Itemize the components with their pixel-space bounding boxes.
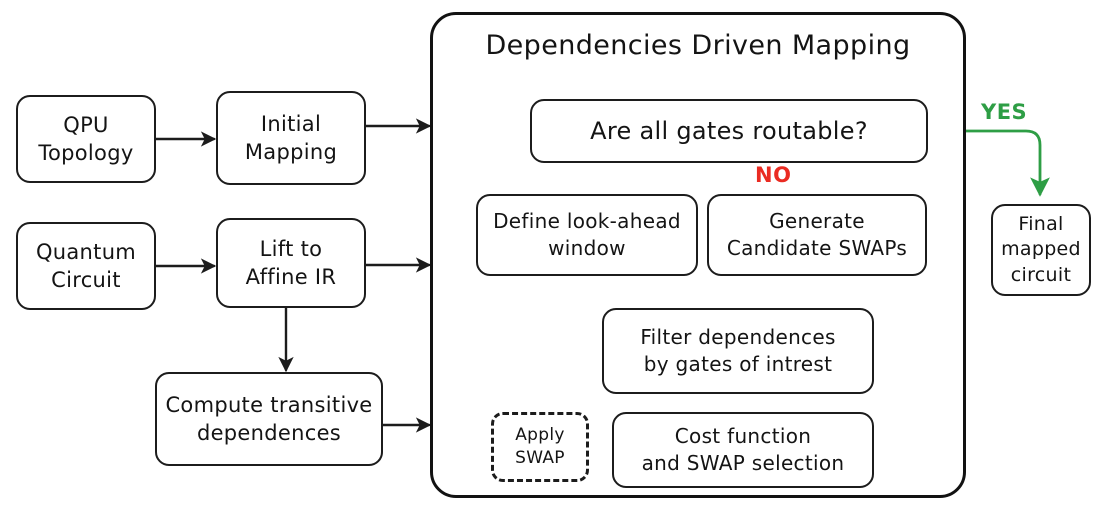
node-lift-to-affine-ir-label: Lift to Affine IR <box>245 236 337 289</box>
node-generate-candidate-swaps[interactable]: Generate Candidate SWAPs <box>707 194 927 276</box>
node-filter-dependences-label: Filter dependences by gates of intrest <box>640 325 836 376</box>
node-lift-to-affine-ir[interactable]: Lift to Affine IR <box>216 218 366 308</box>
node-cost-function-swap-selection-label: Cost function and SWAP selection <box>641 424 845 475</box>
node-filter-dependences[interactable]: Filter dependences by gates of intrest <box>602 308 874 394</box>
node-apply-swap[interactable]: Apply SWAP <box>491 412 589 482</box>
edge-label-yes: YES <box>981 100 1028 124</box>
node-compute-transitive-dependences-label: Compute transitive dependences <box>165 392 373 445</box>
node-quantum-circuit-label: Quantum Circuit <box>35 239 137 292</box>
node-are-all-gates-routable-label: Are all gates routable? <box>590 116 868 145</box>
node-initial-mapping-label: Initial Mapping <box>244 111 338 164</box>
edge-label-no: NO <box>755 163 792 187</box>
node-final-mapped-circuit-label: Final mapped circuit <box>1001 212 1081 286</box>
group-title: Dependencies Driven Mapping <box>485 30 911 61</box>
node-qpu-topology[interactable]: QPU Topology <box>16 95 156 183</box>
node-apply-swap-label: Apply SWAP <box>515 425 565 468</box>
node-define-lookahead-window-label: Define look-ahead window <box>493 209 681 260</box>
node-final-mapped-circuit[interactable]: Final mapped circuit <box>991 204 1091 296</box>
node-quantum-circuit[interactable]: Quantum Circuit <box>16 222 156 310</box>
node-initial-mapping[interactable]: Initial Mapping <box>216 91 366 185</box>
node-qpu-topology-label: QPU Topology <box>38 112 134 165</box>
node-compute-transitive-dependences[interactable]: Compute transitive dependences <box>155 372 383 466</box>
node-are-all-gates-routable[interactable]: Are all gates routable? <box>530 99 928 163</box>
node-define-lookahead-window[interactable]: Define look-ahead window <box>476 194 698 276</box>
node-cost-function-swap-selection[interactable]: Cost function and SWAP selection <box>612 412 874 488</box>
node-generate-candidate-swaps-label: Generate Candidate SWAPs <box>726 209 908 260</box>
